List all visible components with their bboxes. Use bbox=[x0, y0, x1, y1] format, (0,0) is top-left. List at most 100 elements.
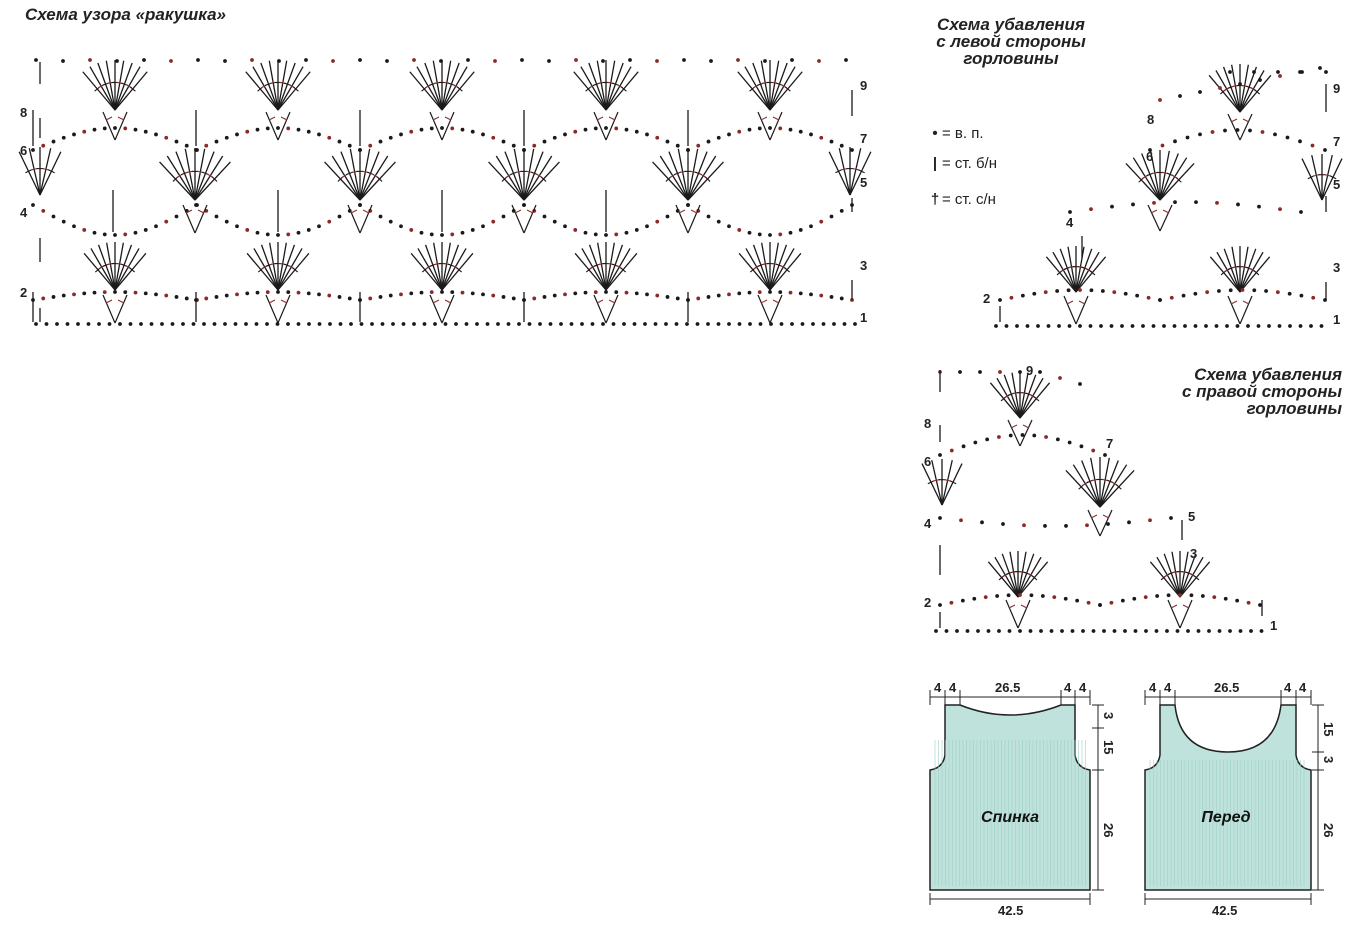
chain-stitch-icon bbox=[491, 135, 496, 140]
double-crochet-icon bbox=[744, 66, 771, 111]
double-crochet-icon bbox=[246, 252, 279, 291]
chain-stitch-icon bbox=[624, 127, 629, 132]
double-crochet-icon bbox=[444, 299, 452, 304]
chain-stitch-icon bbox=[1287, 291, 1292, 296]
double-crochet-icon bbox=[1208, 74, 1241, 113]
chain-stitch-icon bbox=[1043, 290, 1048, 295]
chain-stitch-icon bbox=[102, 126, 107, 131]
chain-stitch-icon bbox=[401, 322, 406, 326]
chain-stitch-icon bbox=[460, 230, 465, 235]
chain-stitch-icon bbox=[727, 322, 731, 326]
double-crochet-icon bbox=[605, 71, 639, 111]
dimension-label: 3 bbox=[1321, 756, 1336, 763]
chain-stitch-icon bbox=[337, 295, 342, 299]
double-crochet-icon bbox=[1001, 553, 1019, 598]
dimension-label: 26 bbox=[1321, 823, 1336, 837]
chain-stitch-icon bbox=[1309, 324, 1313, 328]
row-label: 5 bbox=[860, 175, 867, 190]
chain-stitch-icon bbox=[34, 58, 38, 62]
double-crochet-icon bbox=[1193, 574, 1200, 581]
chain-stitch-icon bbox=[265, 290, 270, 295]
double-crochet-icon bbox=[359, 155, 389, 201]
chain-stitch-icon bbox=[763, 59, 767, 63]
chain-stitch-icon bbox=[737, 129, 742, 134]
chain-stitch-icon bbox=[1100, 289, 1105, 293]
chain-stitch-icon bbox=[31, 148, 35, 152]
chain-stitch-icon bbox=[347, 143, 352, 148]
chain-stitch-icon bbox=[538, 322, 542, 326]
chain-stitch-icon bbox=[429, 126, 434, 131]
chain-stitch-icon bbox=[614, 126, 619, 131]
chain-stitch-icon bbox=[1099, 324, 1103, 328]
chain-stitch-icon bbox=[559, 322, 563, 326]
chain-stitch-icon bbox=[844, 58, 848, 62]
chain-stitch-icon bbox=[542, 295, 547, 299]
chain-stitch-icon bbox=[164, 219, 169, 224]
chain-stitch-icon bbox=[583, 127, 588, 132]
chain-stitch-icon bbox=[547, 59, 551, 63]
double-crochet-icon bbox=[211, 176, 218, 182]
double-crochet-icon bbox=[1239, 246, 1249, 293]
double-crochet-icon bbox=[737, 71, 771, 111]
chain-stitch-icon bbox=[1098, 603, 1102, 607]
chain-stitch-icon bbox=[709, 59, 713, 63]
double-crochet-icon bbox=[1019, 382, 1051, 419]
double-crochet-icon bbox=[265, 111, 279, 141]
chain-stitch-icon bbox=[727, 292, 731, 297]
double-crochet-icon bbox=[511, 204, 525, 234]
chain-stitch-icon bbox=[769, 322, 773, 326]
double-crochet-icon bbox=[1311, 155, 1323, 201]
double-crochet-icon bbox=[456, 86, 463, 92]
chain-stitch-icon bbox=[164, 135, 169, 140]
chain-stitch-icon bbox=[1235, 128, 1240, 132]
chain-stitch-icon bbox=[113, 126, 117, 130]
double-crochet-icon bbox=[331, 155, 361, 201]
chain-stitch-icon bbox=[809, 224, 813, 229]
double-crochet-icon bbox=[1239, 70, 1265, 113]
double-crochet-icon bbox=[82, 71, 116, 111]
chain-stitch-icon bbox=[41, 296, 46, 301]
chain-stitch-icon bbox=[92, 127, 97, 132]
chain-stitch-icon bbox=[123, 126, 128, 131]
chain-stitch-icon bbox=[1298, 324, 1303, 328]
chain-stitch-icon bbox=[419, 290, 424, 295]
chain-stitch-icon bbox=[286, 232, 291, 237]
chain-stitch-icon bbox=[506, 322, 511, 326]
chain-stitch-icon bbox=[164, 293, 169, 298]
double-crochet-icon bbox=[1017, 551, 1027, 598]
double-crochet-icon bbox=[324, 161, 361, 201]
double-crochet-icon bbox=[1159, 150, 1170, 201]
double-crochet-icon bbox=[175, 151, 196, 201]
chain-stitch-icon bbox=[31, 298, 35, 302]
chain-stitch-icon bbox=[1173, 139, 1177, 144]
chain-stitch-icon bbox=[72, 132, 76, 137]
chain-stitch-icon bbox=[1004, 324, 1009, 328]
double-crochet-icon bbox=[424, 244, 443, 291]
double-crochet-icon bbox=[441, 252, 474, 291]
chain-stitch-icon bbox=[378, 214, 383, 219]
double-crochet-icon bbox=[620, 86, 627, 92]
chain-stitch-icon bbox=[1064, 524, 1068, 528]
chain-stitch-icon bbox=[634, 129, 639, 134]
chain-stitch-icon bbox=[304, 58, 308, 62]
chain-stitch-icon bbox=[286, 322, 290, 326]
chain-stitch-icon bbox=[443, 322, 448, 326]
chain-stitch-icon bbox=[409, 228, 414, 232]
chain-stitch-icon bbox=[522, 148, 526, 152]
double-crochet-icon bbox=[949, 480, 957, 485]
double-crochet-icon bbox=[588, 244, 607, 291]
double-crochet-icon bbox=[105, 299, 113, 304]
double-crochet-icon bbox=[441, 111, 455, 141]
chain-stitch-icon bbox=[778, 232, 783, 237]
row-label: 3 bbox=[1190, 546, 1197, 561]
chain-stitch-icon bbox=[614, 232, 619, 237]
chain-stitch-icon bbox=[65, 322, 70, 326]
double-crochet-icon bbox=[182, 204, 196, 234]
legend-label: = ст. б/н bbox=[942, 154, 998, 172]
chain-stitch-icon bbox=[204, 296, 209, 301]
chain-stitch-icon bbox=[235, 292, 239, 297]
chain-stitch-icon bbox=[1044, 435, 1048, 439]
double-crochet-icon bbox=[840, 167, 848, 171]
back-texture bbox=[934, 740, 1086, 886]
chain-stitch-icon bbox=[388, 293, 393, 298]
